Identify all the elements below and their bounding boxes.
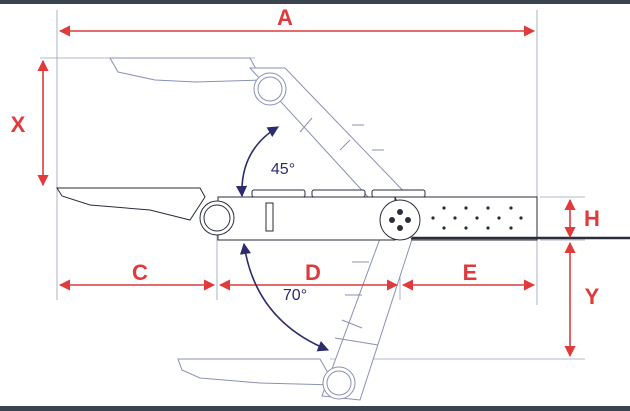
dimension-e-label: E	[463, 260, 478, 285]
angle-45-arc	[235, 126, 279, 198]
lower-footplate	[177, 358, 336, 386]
angle-arcs	[235, 126, 330, 352]
bottom-frame-bar	[0, 406, 630, 411]
right-pivot-disc	[379, 199, 421, 241]
top-frame-bar	[0, 0, 630, 4]
dimension-h-label: H	[584, 206, 600, 231]
tread-1	[251, 189, 306, 198]
dimension-c-label: C	[132, 260, 148, 285]
dimension-y-label: Y	[585, 284, 600, 309]
bracket-holes	[389, 206, 523, 231]
tread-2	[311, 189, 366, 198]
dimension-x-label: X	[11, 112, 26, 137]
ladder-body	[217, 196, 396, 241]
tread-3	[371, 189, 426, 198]
lower-ladder-position	[177, 224, 416, 401]
horizontal-ladder	[56, 187, 630, 241]
angle-70-label: 70°	[283, 287, 307, 304]
dimension-d-label: D	[305, 260, 321, 285]
upper-footplate	[109, 57, 263, 83]
left-footplate	[56, 187, 206, 221]
center-slot	[265, 202, 274, 232]
dimension-a-label: A	[277, 5, 293, 30]
upper-ladder-position	[109, 57, 413, 211]
upper-rung	[299, 117, 313, 133]
angle-70-arc	[239, 242, 330, 352]
angle-45-label: 45°	[271, 161, 295, 178]
